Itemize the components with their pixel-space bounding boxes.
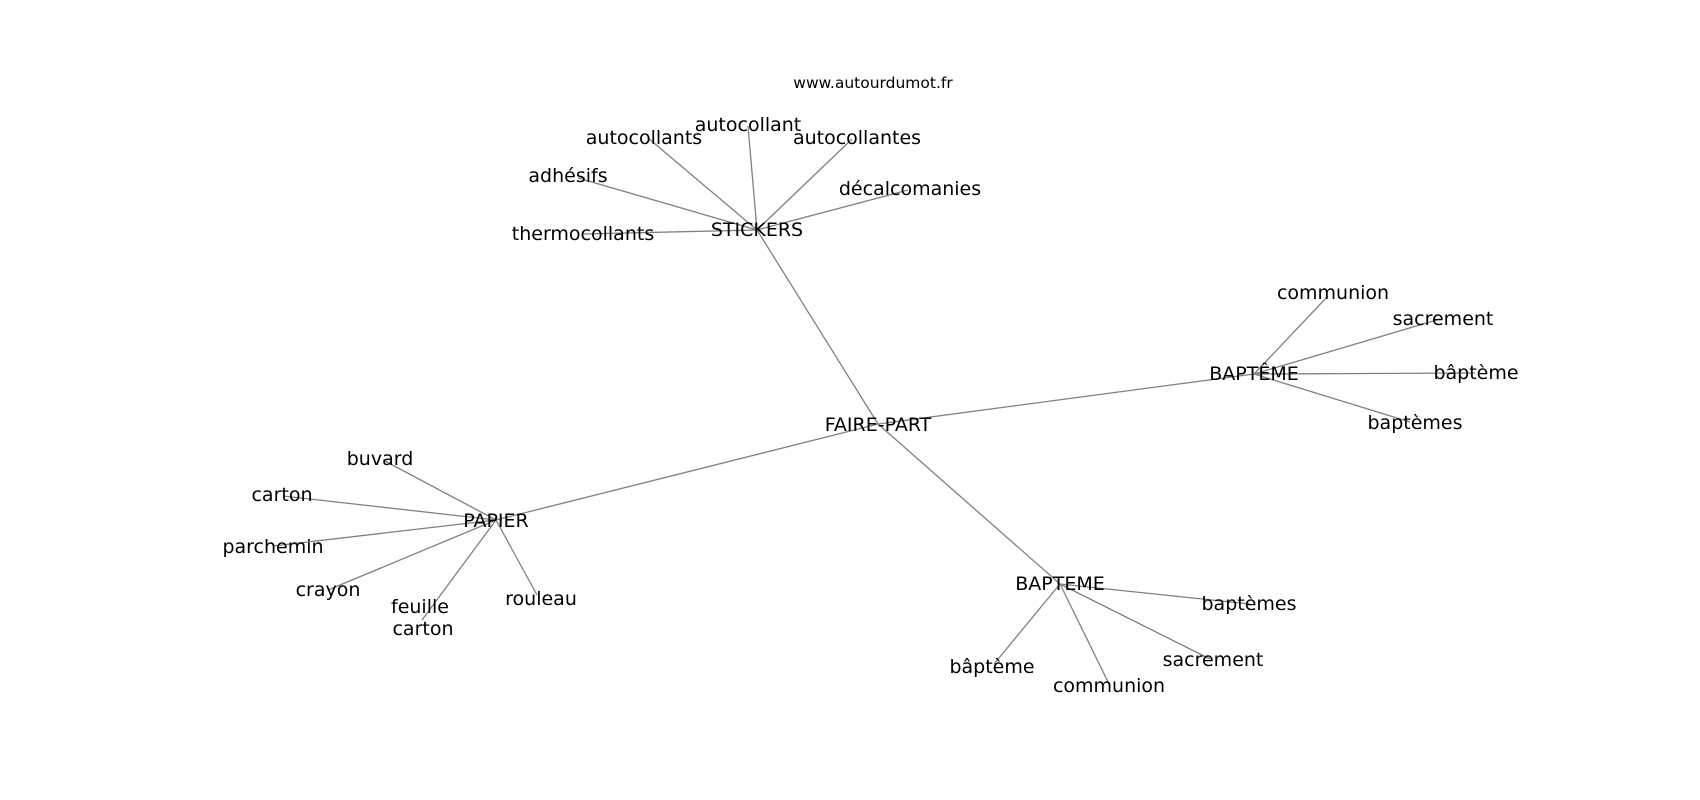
- feuille-carton-line2: carton: [392, 618, 453, 640]
- edge-bapteme-accent-baptemes: [1253, 373, 1411, 423]
- edge-papier-feuille-carton: [421, 519, 497, 621]
- feuille-carton-line1: feuille: [391, 596, 449, 618]
- node-leaf-baptemes-1[interactable]: baptèmes: [1368, 412, 1463, 434]
- edge-papier-parchemin: [272, 519, 497, 547]
- edge-center-papier: [495, 423, 879, 521]
- node-hub-bapteme[interactable]: BAPTEME: [1015, 573, 1105, 595]
- node-hub-papier[interactable]: PAPIER: [463, 510, 529, 532]
- edge-papier-crayon: [327, 519, 497, 591]
- edge-stickers-autocollantes: [756, 138, 853, 231]
- node-leaf-baptemes-2[interactable]: baptèmes: [1202, 593, 1297, 615]
- node-leaf-communion-2[interactable]: communion: [1053, 675, 1165, 697]
- graph-edges: [272, 125, 1476, 687]
- edge-stickers-autocollants: [647, 137, 758, 231]
- node-leaf-buvard[interactable]: buvard: [347, 448, 414, 470]
- node-leaf-autocollant[interactable]: autocollant: [695, 114, 802, 136]
- node-leaf-autocollantes[interactable]: autocollantes: [793, 127, 921, 149]
- node-center[interactable]: FAIRE-PART: [825, 414, 932, 436]
- edge-bapteme-accent-communion: [1253, 295, 1329, 375]
- edge-papier-buvard: [382, 459, 497, 521]
- edge-center-bapteme-accent: [877, 373, 1255, 425]
- edge-center-stickers: [756, 229, 879, 425]
- node-leaf-adhesifs[interactable]: adhésifs: [528, 165, 607, 187]
- edge-papier-carton: [282, 495, 497, 521]
- node-leaf-crayon[interactable]: crayon: [296, 579, 361, 601]
- edge-center-bapteme: [877, 423, 1061, 585]
- edge-stickers-thermocollants: [582, 229, 758, 235]
- node-hub-stickers[interactable]: STICKERS: [711, 219, 803, 241]
- node-leaf-feuille-carton[interactable]: feuille carton: [391, 596, 455, 640]
- node-leaf-sacrement-1[interactable]: sacrement: [1393, 308, 1494, 330]
- edge-stickers-decalcomanies: [756, 189, 909, 231]
- node-leaf-parchemin[interactable]: parchemin: [222, 536, 323, 558]
- edge-bapteme-baptemee: [993, 583, 1061, 665]
- node-leaf-communion-1[interactable]: communion: [1277, 282, 1389, 304]
- edge-papier-rouleau: [495, 519, 538, 596]
- edge-bapteme-accent-sacrement: [1253, 318, 1441, 375]
- edge-bapteme-communion: [1059, 583, 1111, 687]
- node-leaf-decalcomanies[interactable]: décalcomanies: [839, 178, 981, 200]
- edge-bapteme-accent-baptemee: [1253, 372, 1476, 375]
- node-leaf-rouleau[interactable]: rouleau: [505, 588, 577, 610]
- graph-labels: www.autourdumot.fr FAIRE-PART STICKERS a…: [222, 74, 1518, 697]
- node-hub-bapteme-accent[interactable]: BAPTÊME: [1209, 362, 1299, 385]
- edge-stickers-adhesifs: [577, 177, 758, 231]
- node-leaf-sacrement-2[interactable]: sacrement: [1163, 649, 1264, 671]
- node-leaf-thermocollants[interactable]: thermocollants: [512, 223, 654, 245]
- node-leaf-baptemee-2[interactable]: bâptème: [949, 656, 1034, 678]
- edge-stickers-autocollant: [747, 125, 758, 231]
- node-leaf-autocollants[interactable]: autocollants: [586, 127, 702, 149]
- edge-bapteme-baptemes: [1059, 583, 1251, 605]
- watermark-text: www.autourdumot.fr: [793, 74, 953, 92]
- edge-bapteme-sacrement: [1059, 583, 1211, 660]
- node-leaf-carton[interactable]: carton: [251, 484, 312, 506]
- node-leaf-baptemee-1[interactable]: bâptème: [1433, 362, 1518, 384]
